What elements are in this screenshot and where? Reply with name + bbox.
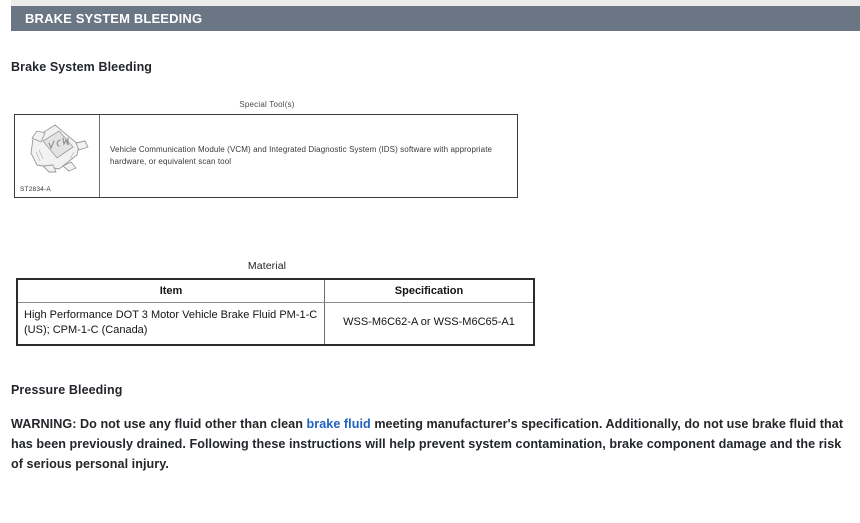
- special-tool-image-cell: ST2834-A: [15, 115, 100, 197]
- subsection-title-pressure-bleeding: Pressure Bleeding: [11, 382, 123, 397]
- special-tool-id: ST2834-A: [20, 186, 51, 193]
- vcm-module-icon: [19, 119, 95, 177]
- brake-fluid-link[interactable]: brake fluid: [306, 416, 371, 431]
- material-block: Material Item Specification High Perform…: [0, 198, 860, 346]
- cell-item: High Performance DOT 3 Motor Vehicle Bra…: [17, 302, 325, 345]
- material-table: Item Specification High Performance DOT …: [16, 278, 535, 346]
- section-header-bar: BRAKE SYSTEM BLEEDING: [11, 6, 860, 31]
- warning-text-suffix: meeting manufacturer's specification. Ad…: [11, 416, 844, 472]
- section-header-title: BRAKE SYSTEM BLEEDING: [25, 11, 203, 26]
- special-tools-block: Special Tool(s): [0, 74, 860, 198]
- document-body: Brake System Bleeding Special Tool(s): [0, 31, 860, 475]
- special-tool-description-cell: Vehicle Communication Module (VCM) and I…: [100, 115, 517, 197]
- column-header-specification: Specification: [324, 279, 534, 303]
- table-header-row: Item Specification: [17, 279, 534, 303]
- top-strip-left-gap: [0, 0, 11, 6]
- special-tools-caption: Special Tool(s): [239, 100, 295, 109]
- page-title: Brake System Bleeding: [11, 60, 153, 74]
- special-tool-description: Vehicle Communication Module (VCM) and I…: [110, 145, 493, 166]
- cell-specification: WSS-M6C62-A or WSS-M6C65-A1: [343, 316, 515, 329]
- material-caption: Material: [247, 260, 287, 272]
- warning-paragraph: WARNING: Do not use any fluid other than…: [0, 397, 860, 475]
- special-tools-table: ST2834-A Vehicle Communication Module (V…: [14, 114, 518, 198]
- top-strip: [0, 0, 860, 6]
- table-row: High Performance DOT 3 Motor Vehicle Bra…: [17, 302, 534, 345]
- warning-text-prefix: WARNING: Do not use any fluid other than…: [11, 416, 307, 431]
- column-header-item: Item: [17, 279, 325, 303]
